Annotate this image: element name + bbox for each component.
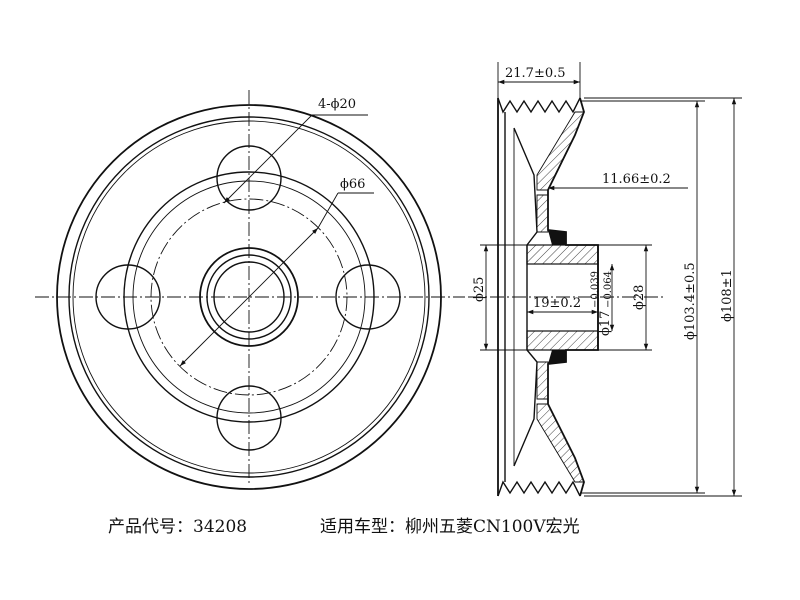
section-view: 21.7±0.5 11.66±0.2 ϕ25 19±0.2 ϕ17 −0.039… [468, 62, 742, 497]
rim-groove-circle [72, 120, 426, 474]
shaft-upper-tolerance: −0.039 [590, 271, 601, 308]
bolt-circle-dimension-line [179, 227, 319, 367]
web-hatch-bottom [536, 403, 585, 483]
hub-wall-top [526, 244, 599, 265]
web-hatch-bottom-2 [536, 361, 549, 400]
weld-top [548, 230, 566, 245]
inner-rim-circle [68, 116, 430, 478]
hole-left [95, 264, 161, 330]
web-hatch-top [536, 111, 585, 191]
shaft-base-label: ϕ17 [598, 311, 613, 336]
hub-wall-bottom [526, 330, 599, 351]
product-code: 产品代号：34208 [108, 517, 248, 537]
holes-label: 4-ϕ20 [318, 97, 356, 112]
groove-profile-bottom [497, 480, 581, 497]
hub-dia-label: ϕ28 [632, 285, 647, 310]
hole-top [216, 145, 282, 211]
holes-leader [223, 114, 313, 204]
web-circle [123, 171, 375, 423]
outer-dia-label: ϕ108±1 [720, 269, 735, 322]
applicable-vehicle: 适用车型：柳州五菱CN100V宏光 [320, 517, 580, 537]
weld-bottom [548, 350, 566, 364]
hole-bottom [216, 385, 282, 451]
offset-label: 11.66±0.2 [602, 172, 671, 187]
width-label: 21.7±0.5 [505, 66, 566, 81]
front-view: 4-ϕ20 ϕ66 [35, 90, 465, 490]
hub-length-label: 19±0.2 [533, 296, 581, 311]
web-inner-surface [513, 127, 538, 467]
outer-rim-circle [56, 104, 442, 490]
hole-right [335, 264, 401, 330]
groove-dia-label: ϕ103.4±0.5 [683, 262, 698, 340]
bolt-circle-label: ϕ66 [340, 177, 365, 192]
bolt-circle-leader [317, 192, 339, 229]
bolt-circle [150, 198, 348, 396]
web-hatch-top-2 [536, 194, 549, 233]
web-inner-circle [132, 180, 366, 414]
groove-profile-top [497, 97, 581, 114]
shaft-lower-tolerance: −0.064 [603, 271, 614, 308]
bore-label: ϕ25 [472, 277, 487, 302]
